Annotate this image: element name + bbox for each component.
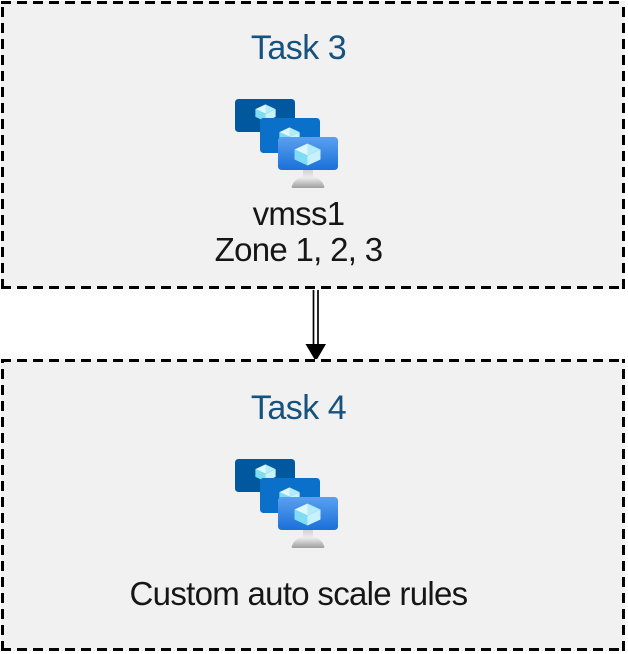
- vmss-name-label: vmss1: [252, 195, 346, 232]
- task4-title: Task 4: [250, 389, 347, 427]
- zones-label: Zone 1, 2, 3: [214, 231, 383, 268]
- down-arrow-connector: [305, 290, 326, 362]
- vm-scale-sets-icon: [235, 459, 339, 549]
- task3-title: Task 3: [250, 29, 347, 67]
- autoscale-rules-label: Custom auto scale rules: [129, 575, 469, 612]
- vm-scale-sets-icon: [235, 99, 339, 189]
